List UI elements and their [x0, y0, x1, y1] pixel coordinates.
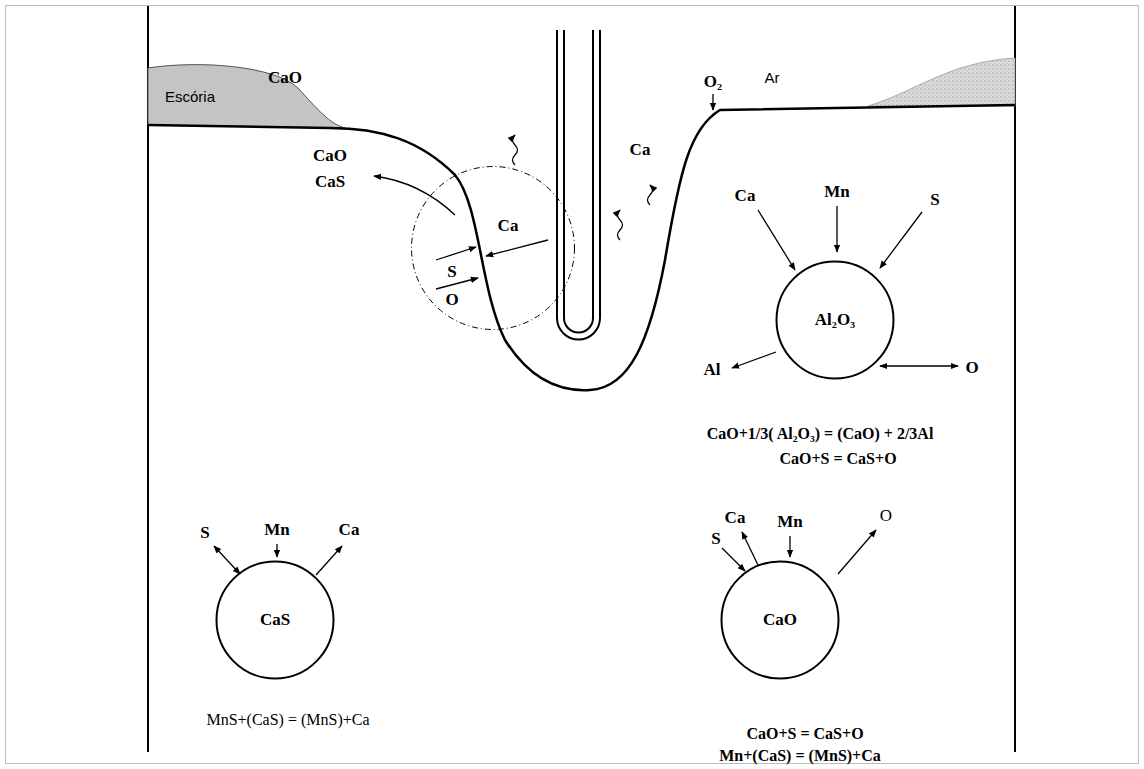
- leader-arrow: [374, 176, 455, 215]
- inclusion-particle: CaO: [720, 560, 840, 680]
- reaction-equation: Mn+(CaS) = (MnS)+Ca: [719, 747, 881, 765]
- species-label: Mn: [264, 521, 290, 540]
- leader-arrow: [742, 532, 758, 565]
- leader-arrow: [436, 278, 478, 289]
- vapour-arrow: [648, 185, 653, 205]
- species-label: Ca: [339, 521, 360, 540]
- species-label: Al: [704, 361, 721, 380]
- reaction-zone: CaSO: [410, 165, 576, 331]
- species-label: Escória: [165, 89, 215, 106]
- species-label: Ca: [735, 187, 756, 206]
- leader-arrow: [838, 530, 876, 574]
- frame: [6, 6, 1139, 764]
- species-label: S: [200, 524, 209, 543]
- species-label: S: [711, 530, 720, 549]
- leader-arrow: [880, 212, 922, 268]
- species-label: CaS: [315, 173, 345, 192]
- leader-arrow: [880, 365, 958, 366]
- leader-arrow: [436, 247, 476, 260]
- node-text: S: [447, 263, 456, 282]
- node-text: Al₂O₃: [815, 311, 855, 330]
- slag-left: [148, 65, 345, 128]
- node-text: CaO: [763, 611, 797, 630]
- leader-arrow: [276, 544, 277, 557]
- vapour-arrow: [618, 210, 623, 240]
- species-label: S: [930, 191, 939, 210]
- outline: [412, 167, 575, 330]
- outline: [777, 262, 894, 379]
- leader-arrow: [789, 536, 790, 557]
- steel-surface: [148, 105, 1015, 390]
- node-text: Ca: [498, 217, 519, 236]
- slag-right: [868, 58, 1015, 106]
- leader-arrow: [214, 546, 240, 574]
- species-label: O₂: [704, 73, 722, 92]
- outline: [722, 562, 839, 679]
- species-label: Mn: [824, 183, 850, 202]
- lance: [564, 30, 593, 333]
- leader-arrow: [486, 240, 548, 256]
- leader-arrow: [722, 548, 745, 571]
- reaction-equation: CaO+1/3( Al₂O₃) = (CaO) + 2/3Al: [707, 425, 934, 443]
- reaction-equation: CaO+S = CaS+O: [746, 725, 863, 743]
- reaction-equation: MnS+(CaS) = (MnS)+Ca: [206, 711, 369, 729]
- node-text: CaS: [260, 611, 290, 630]
- leader-arrow: [836, 206, 837, 252]
- species-label: Ca: [630, 141, 651, 160]
- outline: [217, 562, 334, 679]
- species-label: Mn: [777, 513, 803, 532]
- leader-arrow: [732, 352, 776, 368]
- dashed-outline: [410, 165, 576, 331]
- lance: [557, 30, 600, 340]
- reaction-equation: CaO+S = CaS+O: [779, 450, 896, 468]
- inclusion-particle: CaS: [215, 560, 335, 680]
- leader-arrow: [712, 94, 713, 110]
- species-label: Ar: [765, 70, 780, 87]
- species-label: CaO: [313, 147, 347, 166]
- species-label: Ca: [725, 509, 746, 528]
- vapour-arrow: [513, 135, 518, 165]
- leader-arrow: [758, 210, 795, 270]
- ladle-wall: [1014, 6, 1016, 752]
- node-text: O: [445, 291, 458, 310]
- species-label: CaO: [268, 69, 302, 88]
- inclusion-particle: Al₂O₃: [775, 260, 895, 380]
- species-label: O: [965, 359, 978, 378]
- leader-arrow: [316, 546, 342, 575]
- species-label: O: [880, 507, 892, 526]
